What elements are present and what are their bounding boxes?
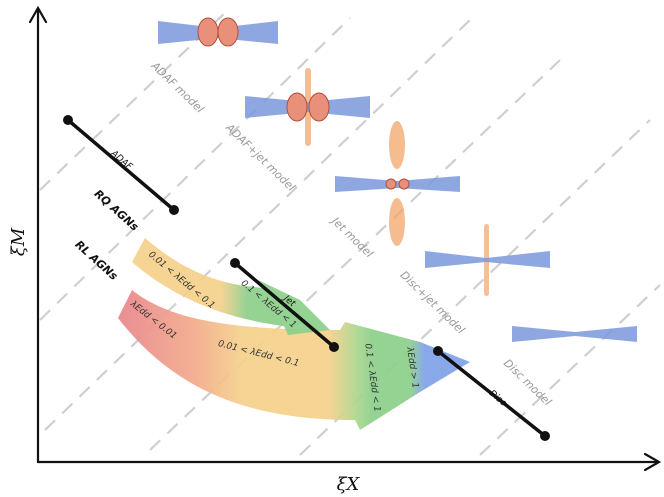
model-label-adaf: ADAF model [148,59,206,116]
sequence-line [66,118,176,212]
sequence-line [233,261,336,349]
axes [28,5,662,472]
lobe-shape [197,17,219,47]
model-label-jet: Jet model [328,213,376,260]
rl-agn-band [118,290,470,430]
lobe-shape [385,178,397,190]
adaf-illustration [158,17,278,47]
sequence-endpoint [230,258,240,268]
disc-shape [425,251,486,268]
lobe-shape [217,17,239,47]
model-label-disc-jet: Disc+jet model [398,268,468,336]
rl-agn-label: RL AGNs [72,238,120,283]
disc-shape [575,326,637,342]
model-label-disc: Disc model [501,357,554,409]
disc-shape [486,251,550,268]
adaf-jet-illustration [245,68,370,146]
lobe-shape [308,92,330,122]
jet-shape [389,121,405,169]
disc-jet-illustration [425,224,550,296]
y-axis-label: ξM [8,227,29,256]
adaf-sequence-label: ADAF [108,148,135,173]
y-axis-arrow [28,5,48,24]
x-axis-arrow [643,452,662,472]
sequence-endpoint [169,205,179,215]
disc-illustration [512,326,637,342]
disc-shape [335,176,397,192]
sequence-endpoint [540,431,550,441]
jet-illustration [335,121,460,246]
rq-agn-label: RQ AGNs [92,187,142,234]
lobe-shape [286,92,308,122]
x-axis-label: ξX [337,474,361,495]
boundary-line [39,17,351,321]
lobe-shape [398,178,410,190]
sequence-endpoint [63,115,73,125]
rq-agn-band [132,238,330,335]
adaf-sequence: ADAF [63,115,179,215]
sequence-endpoint [433,346,443,356]
boundary-line [479,284,661,456]
model-label-adaf-jet: ADAF+jet model [222,121,297,194]
boundary-line [44,19,471,431]
disc-shape [397,176,460,192]
jet-shape [389,198,405,246]
disc-shape [512,326,575,342]
sequence-endpoint [329,342,339,352]
sequence-line [436,349,547,438]
